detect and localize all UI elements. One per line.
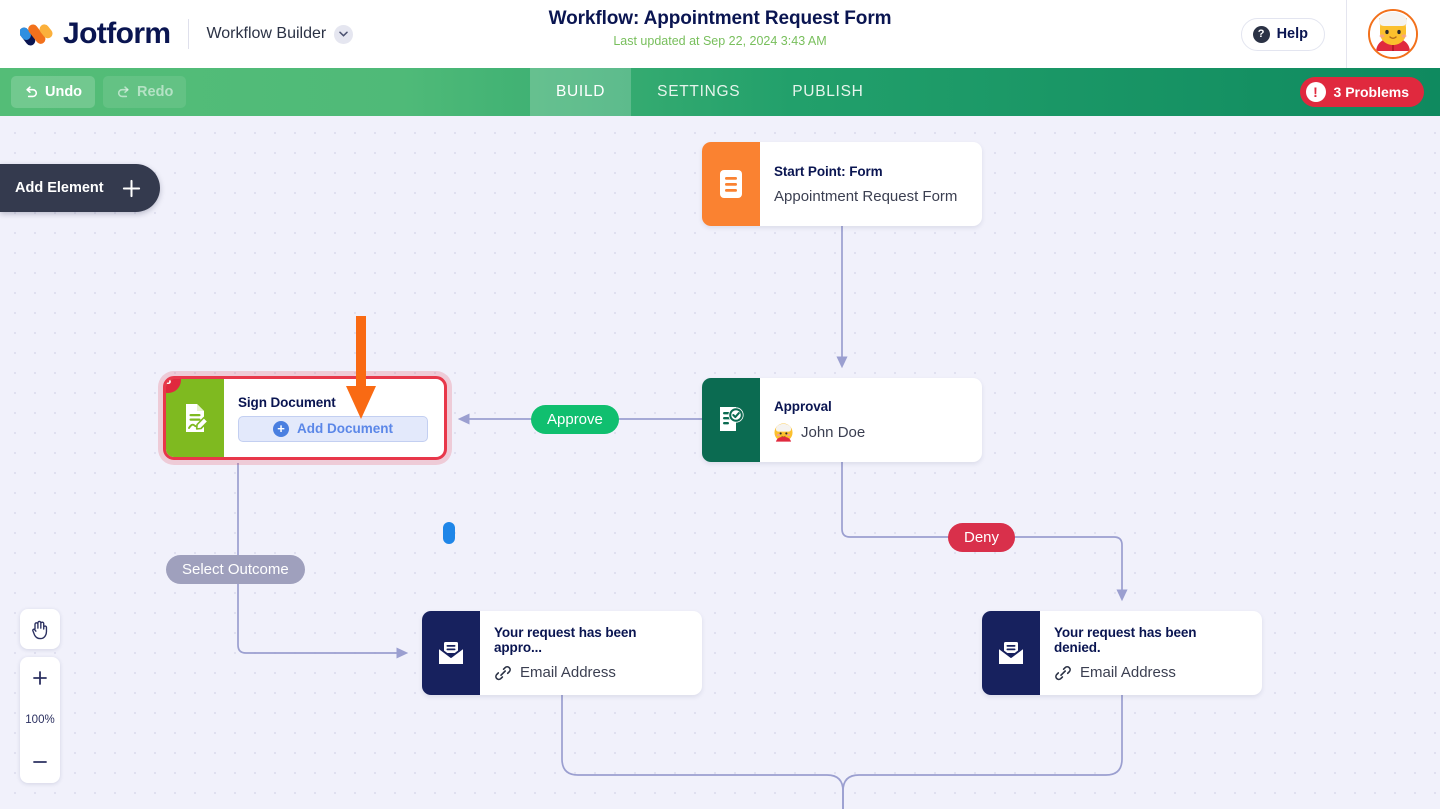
hand-tool-button[interactable] <box>20 609 60 649</box>
node-approval[interactable]: Approval John Doe <box>702 378 982 462</box>
redo-button[interactable]: Redo <box>103 76 187 108</box>
tab-build[interactable]: BUILD <box>530 68 632 116</box>
avatar[interactable] <box>1368 9 1418 59</box>
zoom-in-button[interactable] <box>20 657 60 699</box>
edge-label-approve[interactable]: Approve <box>531 405 619 434</box>
approval-check-icon <box>702 378 760 462</box>
main-tabs: BUILD SETTINGS PUBLISH <box>530 68 890 116</box>
question-mark-icon: ? <box>1252 25 1270 43</box>
email-envelope-icon <box>422 611 480 695</box>
edge-label-select-outcome[interactable]: Select Outcome <box>166 555 305 584</box>
email-envelope-icon <box>982 611 1040 695</box>
node-title: Start Point: Form <box>774 163 883 179</box>
node-body: Your request has been denied. Email Addr… <box>1040 611 1262 695</box>
brand-name: Jotform <box>63 17 171 50</box>
exclamation-icon: ! <box>1305 82 1326 102</box>
node-start-point-form[interactable]: Start Point: Form Appointment Request Fo… <box>702 142 982 226</box>
redo-label: Redo <box>137 84 174 100</box>
zoom-out-button[interactable] <box>20 741 60 783</box>
minus-icon <box>33 761 47 763</box>
link-chain-icon <box>495 665 511 680</box>
tab-publish[interactable]: PUBLISH <box>792 83 864 100</box>
node-subtitle: Email Address <box>520 664 616 681</box>
node-title: Approval <box>774 398 832 414</box>
form-lines-icon <box>702 142 760 226</box>
brand-logo[interactable]: Jotform <box>0 17 171 51</box>
node-email-approved[interactable]: Your request has been appro... Email Add… <box>422 611 702 695</box>
add-document-button[interactable]: + Add Document <box>238 415 428 442</box>
node-subtitle-row: Email Address <box>1054 664 1246 682</box>
node-subtitle-row: Email Address <box>494 664 686 682</box>
zoom-level-label: 100% <box>25 714 55 726</box>
node-body: Approval John Doe <box>760 378 982 462</box>
hand-icon <box>32 620 48 639</box>
node-sign-document[interactable]: 3 Sign Document + Add Document <box>163 376 447 460</box>
node-subtitle: Email Address <box>1080 664 1176 681</box>
person-avatar-emoji <box>774 422 793 442</box>
node-subtitle-row: John Doe <box>774 422 966 442</box>
plus-icon <box>33 671 47 685</box>
add-element-button[interactable]: Add Element <box>0 164 160 212</box>
app-header: Jotform Workflow Builder Workflow: Appoi… <box>0 0 1440 68</box>
build-toolbar: Undo Redo BUILD SETTINGS PUBLISH ! 3 Pro… <box>0 68 1440 116</box>
node-subtitle: John Doe <box>801 423 866 441</box>
chevron-down-icon[interactable] <box>334 24 354 44</box>
help-button[interactable]: ? Help <box>1240 17 1325 51</box>
builder-label: Workflow Builder <box>206 25 327 42</box>
sign-document-icon <box>166 379 224 457</box>
connection-handle[interactable] <box>443 522 455 544</box>
workflow-canvas[interactable]: Start Point: Form Appointment Request Fo… <box>0 116 1440 809</box>
orange-down-arrow-annotation <box>346 316 376 419</box>
plus-circle-icon: + <box>273 420 289 437</box>
add-document-label: Add Document <box>297 421 393 436</box>
link-chain-icon <box>1055 665 1071 680</box>
problems-badge[interactable]: ! 3 Problems <box>1299 77 1424 107</box>
node-body: Start Point: Form Appointment Request Fo… <box>760 142 982 226</box>
header-divider <box>188 19 190 49</box>
node-subtitle: Appointment Request Form <box>774 187 958 205</box>
jotform-logo-icon <box>19 17 54 51</box>
tab-settings[interactable]: SETTINGS <box>657 83 741 100</box>
header-right: ? Help <box>1240 0 1440 68</box>
user-avatar-cat <box>1370 11 1416 57</box>
node-title: Your request has been denied. <box>1054 624 1197 655</box>
node-body: Sign Document + Add Document <box>224 379 444 457</box>
problems-label: 3 Problems <box>1333 84 1409 100</box>
node-email-denied[interactable]: Your request has been denied. Email Addr… <box>982 611 1262 695</box>
header-divider-2 <box>1346 0 1347 68</box>
help-label: Help <box>1276 26 1308 42</box>
node-body: Your request has been appro... Email Add… <box>480 611 702 695</box>
edge-label-deny[interactable]: Deny <box>948 523 1016 552</box>
undo-arrow-icon <box>26 85 37 97</box>
node-title: Sign Document <box>238 394 336 410</box>
undo-button[interactable]: Undo <box>11 76 96 108</box>
undo-label: Undo <box>45 84 83 100</box>
redo-arrow-icon <box>118 85 129 97</box>
add-element-label: Add Element <box>15 180 104 196</box>
zoom-controls: 100% <box>20 657 60 783</box>
plus-icon <box>122 179 141 197</box>
node-title: Your request has been appro... <box>494 624 637 655</box>
